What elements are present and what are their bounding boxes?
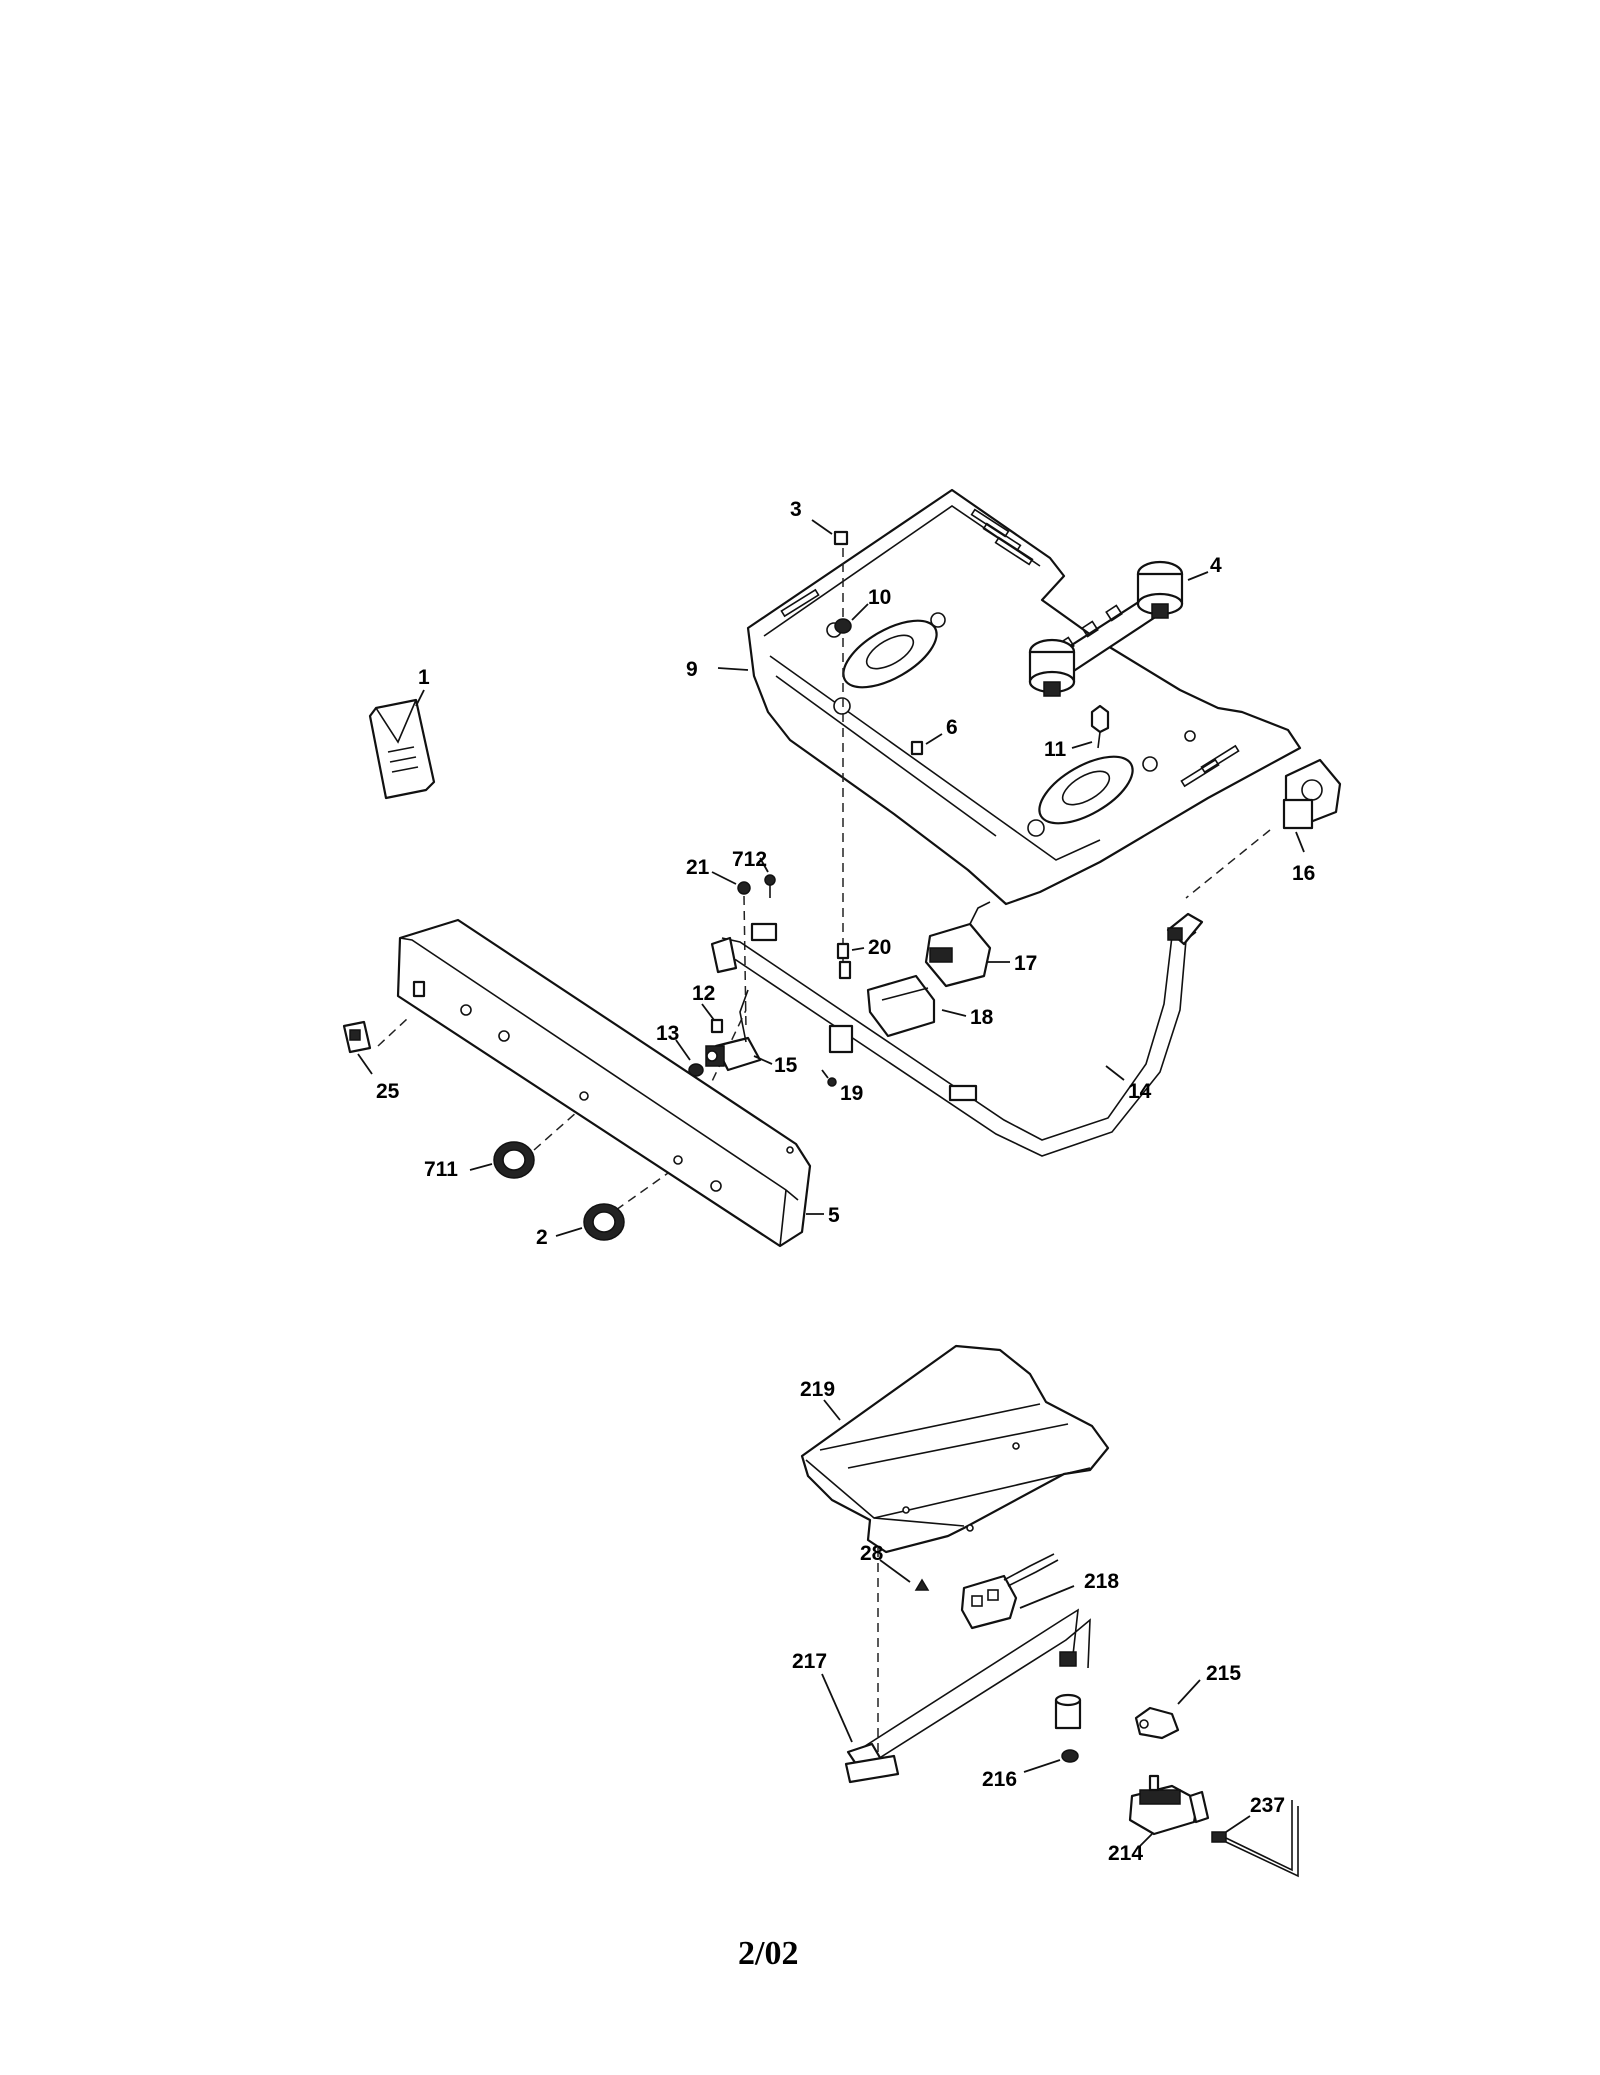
callout-1: 1 [418,666,430,689]
part-214-safety-valve [1128,1774,1210,1847]
part-4-burner-valve-assembly [1028,560,1209,697]
part-712-screw [759,857,776,898]
part-11-clip [1071,704,1110,749]
callout-3: 3 [790,498,802,521]
callout-18: 18 [970,1006,994,1029]
part-14-gas-pipe [710,912,1204,1157]
part-20-orifice [836,942,865,960]
callout-17: 17 [1014,952,1037,975]
callout-21: 21 [686,856,710,879]
part-18-bracket [866,974,967,1038]
page-footer-date: 2/02 [738,1935,798,1972]
callout-25: 25 [376,1080,400,1103]
part-3-screw [811,519,849,546]
part-10-grommet [834,603,869,634]
callout-28: 28 [860,1542,884,1565]
part-711-knob [469,1141,535,1179]
part-216-orifice-hood [1023,1693,1082,1773]
part-2-knob [555,1203,625,1241]
callout-5: 5 [828,1204,840,1227]
callout-218: 218 [1084,1570,1119,1593]
part-9-burner-box [717,488,1302,906]
callout-217: 217 [792,1650,827,1673]
callout-215: 215 [1206,1662,1241,1685]
callout-216: 216 [982,1768,1017,1791]
callout-214: 214 [1108,1842,1143,1865]
callout-13: 13 [656,1022,679,1045]
part-1-literature-envelope [368,689,436,800]
callout-14: 14 [1128,1080,1152,1103]
alignment-line-21 [743,895,747,1031]
alignment-line-16-14 [1185,829,1271,899]
part-218-ignitor [960,1553,1075,1630]
alignment-line-25 [377,1017,409,1047]
part-21-screw [711,871,751,895]
part-17-spark-module [924,901,1010,988]
part-6-spacer [910,733,943,756]
part-16-regulator [1282,758,1342,853]
callout-9: 9 [686,658,698,681]
callout-219: 219 [800,1378,835,1401]
callout-10: 10 [868,586,891,609]
part-217-bake-burner [821,1608,1091,1784]
part-28-screw [879,1559,930,1591]
part-13-nut [675,1039,704,1077]
part-15-oven-valve [705,989,773,1072]
callout-12: 12 [692,982,715,1005]
callout-16: 16 [1292,862,1315,885]
callout-19: 19 [840,1082,863,1105]
callout-11: 11 [1044,738,1067,761]
callout-712: 712 [732,848,767,871]
alignment-line-711 [533,1103,587,1151]
part-219-heat-shield [800,1344,1110,1554]
callout-711: 711 [424,1158,458,1181]
callout-20: 20 [868,936,891,959]
part-19-screw [821,1069,837,1087]
part-237-thermostat-bulb [1211,1800,1299,1878]
callout-2: 2 [536,1226,548,1249]
part-25-switch [342,1020,373,1075]
callout-237: 237 [1250,1794,1285,1817]
part-5-control-panel [396,918,824,1248]
part-215-bracket [1134,1679,1201,1740]
callout-4: 4 [1210,554,1222,577]
part-12-fitting [701,1003,724,1034]
callout-6: 6 [946,716,958,739]
callout-15: 15 [774,1054,798,1077]
